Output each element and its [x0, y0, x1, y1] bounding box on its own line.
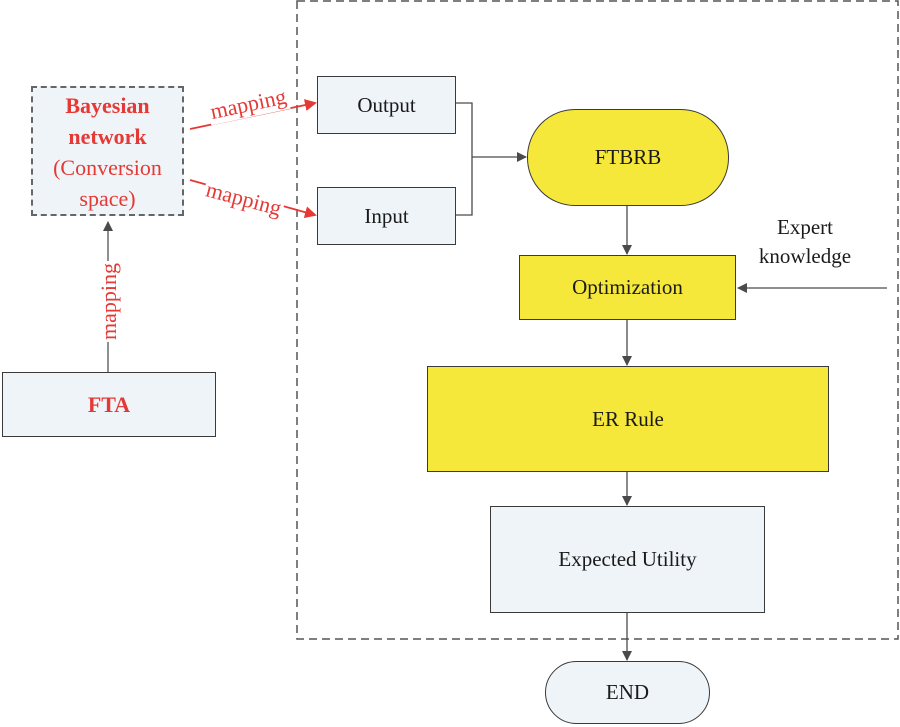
input-to-merge-line: [456, 157, 473, 216]
er-rule-node: ER Rule: [427, 366, 829, 472]
fta-node: FTA: [2, 372, 216, 437]
system-boundary: [296, 0, 899, 640]
end-label: END: [605, 680, 650, 704]
input-node: Input: [317, 187, 456, 245]
expert-knowledge-label: Expert knowledge: [758, 215, 852, 268]
output-label: Output: [357, 92, 416, 117]
optimization-label: Optimization: [572, 275, 683, 299]
input-label: Input: [364, 203, 409, 228]
expected-utility-label: Expected Utility: [558, 547, 697, 571]
output-to-merge-line: [456, 102, 473, 157]
bayesian-network-title: Bayesian network: [65, 93, 150, 149]
er-rule-label: ER Rule: [592, 406, 664, 431]
bayesian-network-subtitle: (Conversion space): [53, 155, 162, 211]
ftbrb-node: FTBRB: [527, 109, 729, 206]
optimization-node: Optimization: [519, 255, 736, 320]
expected-utility-node: Expected Utility: [490, 506, 765, 613]
bayesian-network-node: Bayesian network (Conversion space): [31, 86, 184, 216]
end-node: END: [545, 661, 710, 724]
fta-label: FTA: [87, 391, 131, 417]
mapping-fta-label: mapping: [96, 261, 122, 342]
ftbrb-label: FTBRB: [594, 145, 662, 169]
output-node: Output: [317, 76, 456, 134]
